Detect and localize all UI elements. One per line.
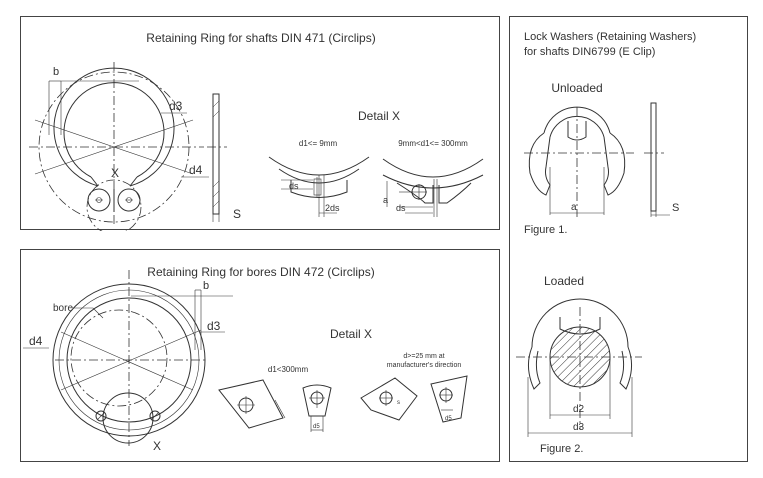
detail-large-drawing [360, 375, 468, 423]
label-a: a [383, 195, 388, 205]
shaft-ring-drawing: Retaining Ring for shafts DIN 471 (Circl… [29, 31, 484, 231]
label-ds-large: ds [396, 203, 406, 213]
label-d2: d2 [573, 404, 585, 415]
panel-bore-ring: Retaining Ring for bores DIN 472 (Circli… [20, 249, 500, 462]
label-s: S [233, 207, 241, 221]
label-loaded: Loaded [544, 274, 584, 288]
label-b: b [53, 66, 59, 78]
label-2ds: 2ds [325, 203, 340, 213]
panel-title: Retaining Ring for shafts DIN 471 (Circl… [146, 31, 375, 45]
bore-ring-drawing: Retaining Ring for bores DIN 472 (Circli… [23, 265, 468, 453]
label-s: S [672, 202, 679, 214]
detail-title: Detail X [358, 109, 400, 123]
detail-small-drawing [268, 156, 370, 217]
detail-large-label: 9mm<d1<= 300mm [398, 139, 468, 148]
ring-front-view [29, 62, 204, 231]
detail-small-drawing [218, 379, 332, 432]
detail-large-label-1: d>=25 mm at [403, 353, 444, 360]
label-ds-small: ds [289, 181, 299, 191]
label-s-large: s [397, 400, 400, 406]
e-clip-drawing: Lock Washers (Retaining Washers) for sha… [516, 31, 696, 455]
label-d4: d4 [29, 334, 43, 348]
detail-small-label: d1<= 9mm [299, 139, 338, 148]
panel-title: Retaining Ring for bores DIN 472 (Circli… [147, 265, 374, 279]
label-x: X [153, 439, 161, 453]
label-bore: bore [53, 303, 73, 314]
e-clip-loaded [516, 298, 642, 437]
panel-e-clip: Lock Washers (Retaining Washers) for sha… [509, 16, 748, 462]
ring-front-view [52, 270, 233, 446]
e-clip-unloaded [524, 106, 634, 217]
detail-large-label-2: manufacturer's direction [387, 362, 462, 369]
figure1-caption: Figure 1. [524, 224, 567, 236]
e-clip-side-view [644, 102, 670, 217]
detail-large-drawing [382, 158, 484, 217]
label-d3: d3 [207, 319, 221, 333]
panel-title-line1: Lock Washers (Retaining Washers) [524, 31, 696, 43]
figure2-caption: Figure 2. [540, 443, 583, 455]
ring-side-view [207, 93, 227, 222]
label-a: a [571, 202, 577, 213]
label-d4: d4 [189, 163, 203, 177]
detail-title: Detail X [330, 327, 372, 341]
panel-title-line2: for shafts DIN6799 (E Clip) [524, 46, 655, 58]
label-unloaded: Unloaded [551, 81, 602, 95]
label-d5-large: d5 [445, 416, 452, 422]
detail-small-label: d1<300mm [268, 365, 309, 374]
label-x: X [111, 166, 119, 180]
label-d5-small: d5 [313, 424, 320, 430]
label-d3: d3 [573, 422, 585, 433]
label-d3: d3 [169, 99, 183, 113]
panel-shaft-ring: Retaining Ring for shafts DIN 471 (Circl… [20, 16, 500, 231]
label-b: b [203, 280, 209, 292]
